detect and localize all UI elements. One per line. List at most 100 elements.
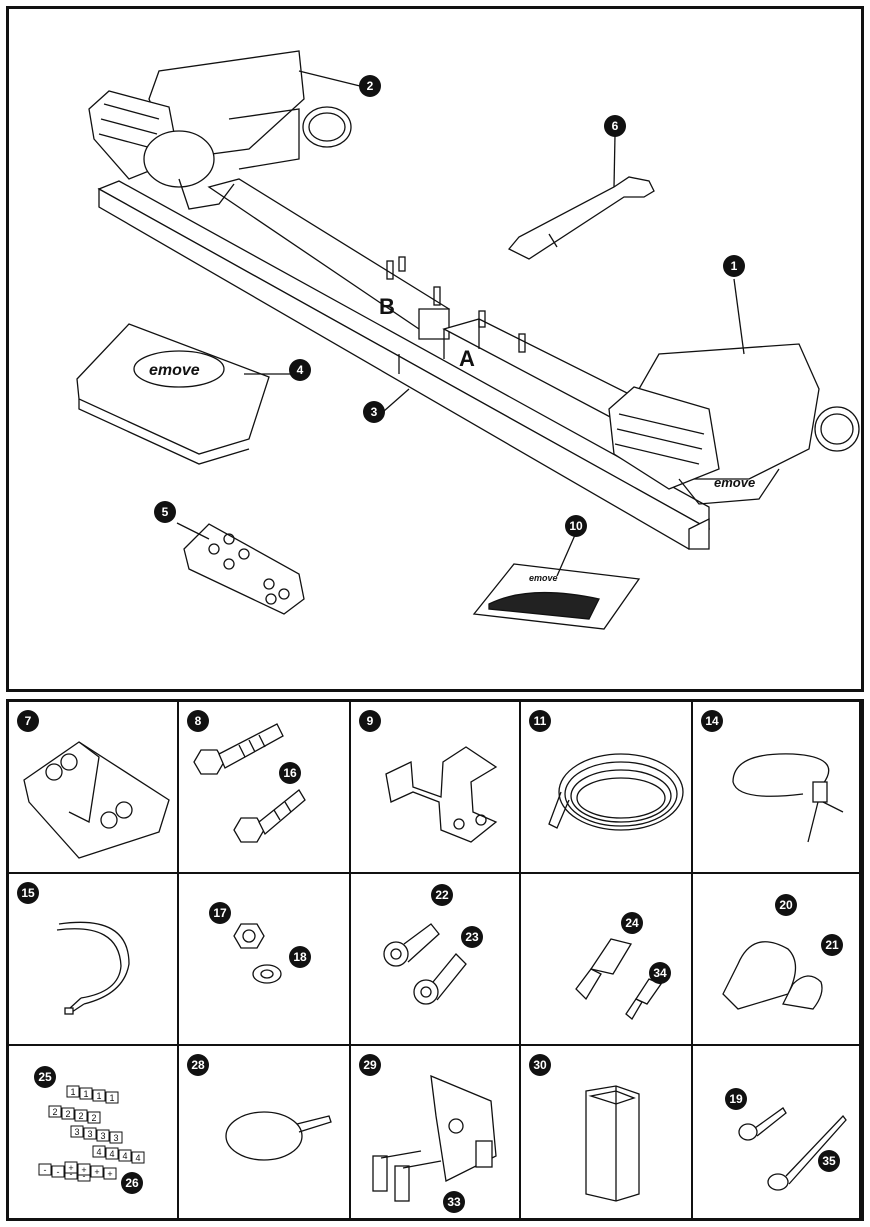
callout-7: 7 bbox=[17, 710, 39, 732]
part-cell-7: 7 bbox=[9, 702, 179, 874]
callout-4: 4 bbox=[289, 359, 311, 381]
spade-terminals-drawing bbox=[575, 938, 662, 1020]
part-cell-11: 11 bbox=[521, 702, 693, 874]
svg-text:-: - bbox=[57, 1167, 60, 1177]
marker-sticker: 4 bbox=[118, 1149, 132, 1162]
marker-sticker: 3 bbox=[109, 1131, 123, 1144]
svg-text:-: - bbox=[70, 1169, 73, 1179]
callout-21: 21 bbox=[821, 934, 843, 956]
svg-text:2: 2 bbox=[52, 1107, 57, 1117]
part-cell-30: 30 bbox=[521, 1046, 693, 1221]
section-label-b: B bbox=[379, 294, 395, 319]
marker-sticker: 1 bbox=[92, 1089, 106, 1102]
part-cell-28: 28 bbox=[179, 1046, 351, 1221]
callout-14: 14 bbox=[701, 710, 723, 732]
marker-sticker: 2 bbox=[87, 1111, 101, 1124]
callout-20: 20 bbox=[775, 894, 797, 916]
svg-text:2: 2 bbox=[65, 1109, 70, 1119]
svg-text:2: 2 bbox=[91, 1113, 96, 1123]
callout-33: 33 bbox=[443, 1191, 465, 1213]
callout-28: 28 bbox=[187, 1054, 209, 1076]
marker-sticker: - bbox=[51, 1165, 65, 1178]
callout-11: 11 bbox=[529, 710, 551, 732]
exploded-view-panel: emove emove emove bbox=[6, 6, 864, 692]
callout-19: 19 bbox=[725, 1088, 747, 1110]
marker-sticker: + bbox=[103, 1167, 117, 1180]
marker-sticker: + bbox=[90, 1165, 104, 1178]
tube-sleeve-drawing bbox=[585, 1085, 640, 1202]
part-cell-19-35: 19 35 bbox=[693, 1046, 861, 1221]
callout-24: 24 bbox=[621, 912, 643, 934]
marker-sticker: 2 bbox=[61, 1107, 75, 1120]
marker-sticker: 2 bbox=[48, 1105, 62, 1118]
angle-bracket-drawing bbox=[385, 746, 498, 843]
svg-text:3: 3 bbox=[100, 1131, 105, 1141]
part-cell-20-21: 20 21 bbox=[693, 874, 861, 1046]
ring-terminals-drawing bbox=[383, 923, 467, 1005]
svg-text:4: 4 bbox=[109, 1149, 114, 1159]
cable-drawing bbox=[56, 921, 130, 1015]
svg-text:4: 4 bbox=[122, 1151, 127, 1161]
control-box: emove bbox=[76, 323, 270, 465]
svg-text:+: + bbox=[68, 1163, 73, 1173]
marker-sticker: 1 bbox=[79, 1087, 93, 1100]
part-cell-17-18: 17 18 bbox=[179, 874, 351, 1046]
svg-text:1: 1 bbox=[96, 1091, 101, 1101]
part-cell-22-23: 22 23 bbox=[351, 874, 521, 1046]
marker-sticker: 1 bbox=[105, 1091, 119, 1104]
screws-drawing bbox=[738, 1107, 847, 1191]
motor-unit-right: emove bbox=[608, 343, 860, 505]
leader-lines bbox=[176, 70, 745, 577]
svg-text:-: - bbox=[44, 1165, 47, 1175]
svg-text:3: 3 bbox=[113, 1133, 118, 1143]
callout-1: 1 bbox=[723, 255, 745, 277]
parts-grid-panel: 7 8 16 9 11 bbox=[6, 699, 864, 1221]
exploded-view-drawing: emove emove emove bbox=[76, 50, 860, 630]
cable-clamps-drawing bbox=[722, 941, 823, 1010]
instruction-manual: emove bbox=[472, 563, 641, 630]
section-label-a: A bbox=[459, 346, 475, 371]
brand-logo-manual: emove bbox=[529, 573, 558, 583]
clamp-bolts bbox=[386, 256, 526, 353]
motor-unit-left bbox=[88, 50, 352, 210]
callout-35: 35 bbox=[818, 1150, 840, 1172]
svg-text:1: 1 bbox=[109, 1093, 114, 1103]
part-cell-9: 9 bbox=[351, 702, 521, 874]
svg-text:-: - bbox=[83, 1171, 86, 1181]
bolts-drawing bbox=[193, 723, 306, 843]
square-tube bbox=[97, 180, 711, 550]
remote-control bbox=[183, 523, 305, 615]
callout-29: 29 bbox=[359, 1054, 381, 1076]
cable-with-fuse-drawing bbox=[732, 753, 844, 843]
part-cell-29-33: 29 33 bbox=[351, 1046, 521, 1221]
marker-sticker: 4 bbox=[92, 1145, 106, 1158]
callout-25: 25 bbox=[34, 1066, 56, 1088]
callout-17: 17 bbox=[209, 902, 231, 924]
wheel-wrench bbox=[507, 176, 655, 260]
mounting-bracket-drawing bbox=[23, 741, 170, 859]
marker-sticker: 3 bbox=[70, 1125, 84, 1138]
marker-sticker: + bbox=[64, 1161, 78, 1174]
callout-10: 10 bbox=[565, 515, 587, 537]
callout-6: 6 bbox=[604, 115, 626, 137]
part-cell-14: 14 bbox=[693, 702, 861, 874]
svg-text:1: 1 bbox=[83, 1089, 88, 1099]
marker-sticker: 3 bbox=[83, 1127, 97, 1140]
nut-washer-drawing bbox=[233, 923, 282, 984]
svg-text:3: 3 bbox=[74, 1127, 79, 1137]
callout-18: 18 bbox=[289, 946, 311, 968]
cable-tie-drawing bbox=[225, 1111, 332, 1161]
marker-sticker: 4 bbox=[131, 1151, 145, 1164]
isolator-switch-drawing bbox=[372, 1074, 497, 1202]
callout-16: 16 bbox=[279, 762, 301, 784]
callout-5: 5 bbox=[154, 501, 176, 523]
marker-sticker: + bbox=[77, 1163, 91, 1176]
callout-22: 22 bbox=[431, 884, 453, 906]
svg-text:3: 3 bbox=[87, 1129, 92, 1139]
svg-text:1: 1 bbox=[70, 1087, 75, 1097]
svg-text:4: 4 bbox=[96, 1147, 101, 1157]
marker-sticker: 1 bbox=[66, 1085, 80, 1098]
callout-9: 9 bbox=[359, 710, 381, 732]
